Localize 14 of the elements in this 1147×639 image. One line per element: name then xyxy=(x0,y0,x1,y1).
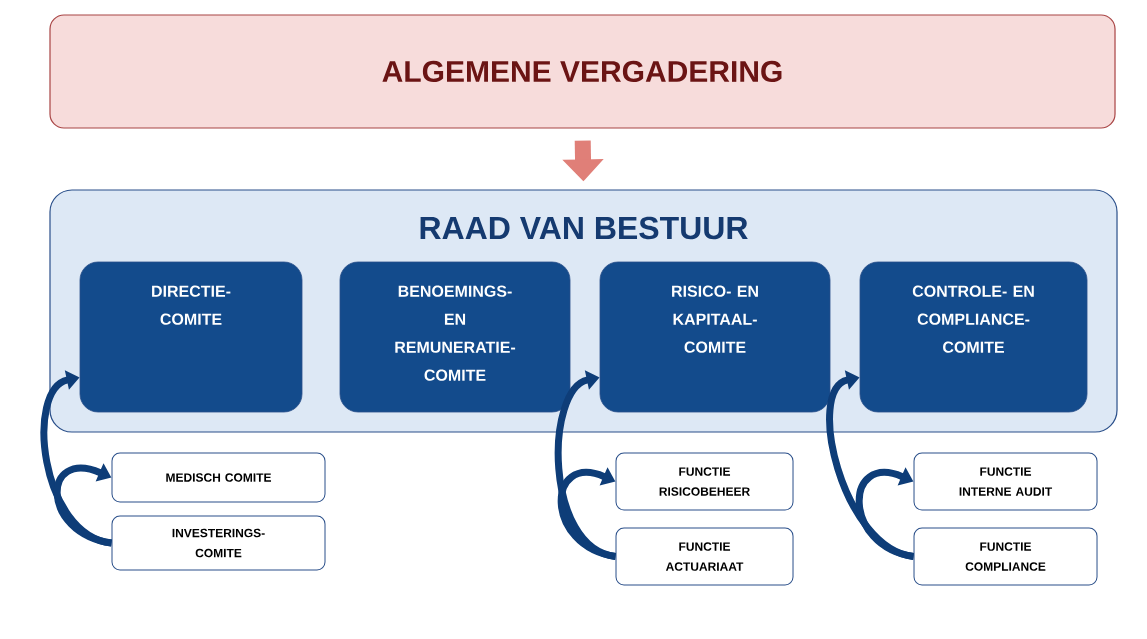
arrow xyxy=(855,467,915,560)
committee-box: RISICO- EN KAPITAAL- COMITE xyxy=(599,261,831,413)
committee-box: CONTROLE- EN COMPLIANCE- COMITE xyxy=(859,261,1088,413)
committee-box: DIRECTIE- COMITE xyxy=(79,261,303,413)
assembly-box: ALGEMENE VERGADERING xyxy=(49,14,1116,129)
function-box: INVESTERINGS- COMITE xyxy=(111,515,326,571)
function-box: FUNCTIE RISICOBEHEER xyxy=(615,452,794,511)
function-box: FUNCTIE ACTUARIAAT xyxy=(615,527,794,586)
committee-box: BENOEMINGS- EN REMUNERATIE- COMITE xyxy=(339,261,571,413)
arrow xyxy=(557,467,617,560)
function-box: FUNCTIE INTERNE AUDIT xyxy=(913,452,1098,511)
function-box: MEDISCH COMITE xyxy=(111,452,326,503)
arrow xyxy=(53,463,113,547)
function-box: FUNCTIE COMPLIANCE xyxy=(913,527,1098,586)
